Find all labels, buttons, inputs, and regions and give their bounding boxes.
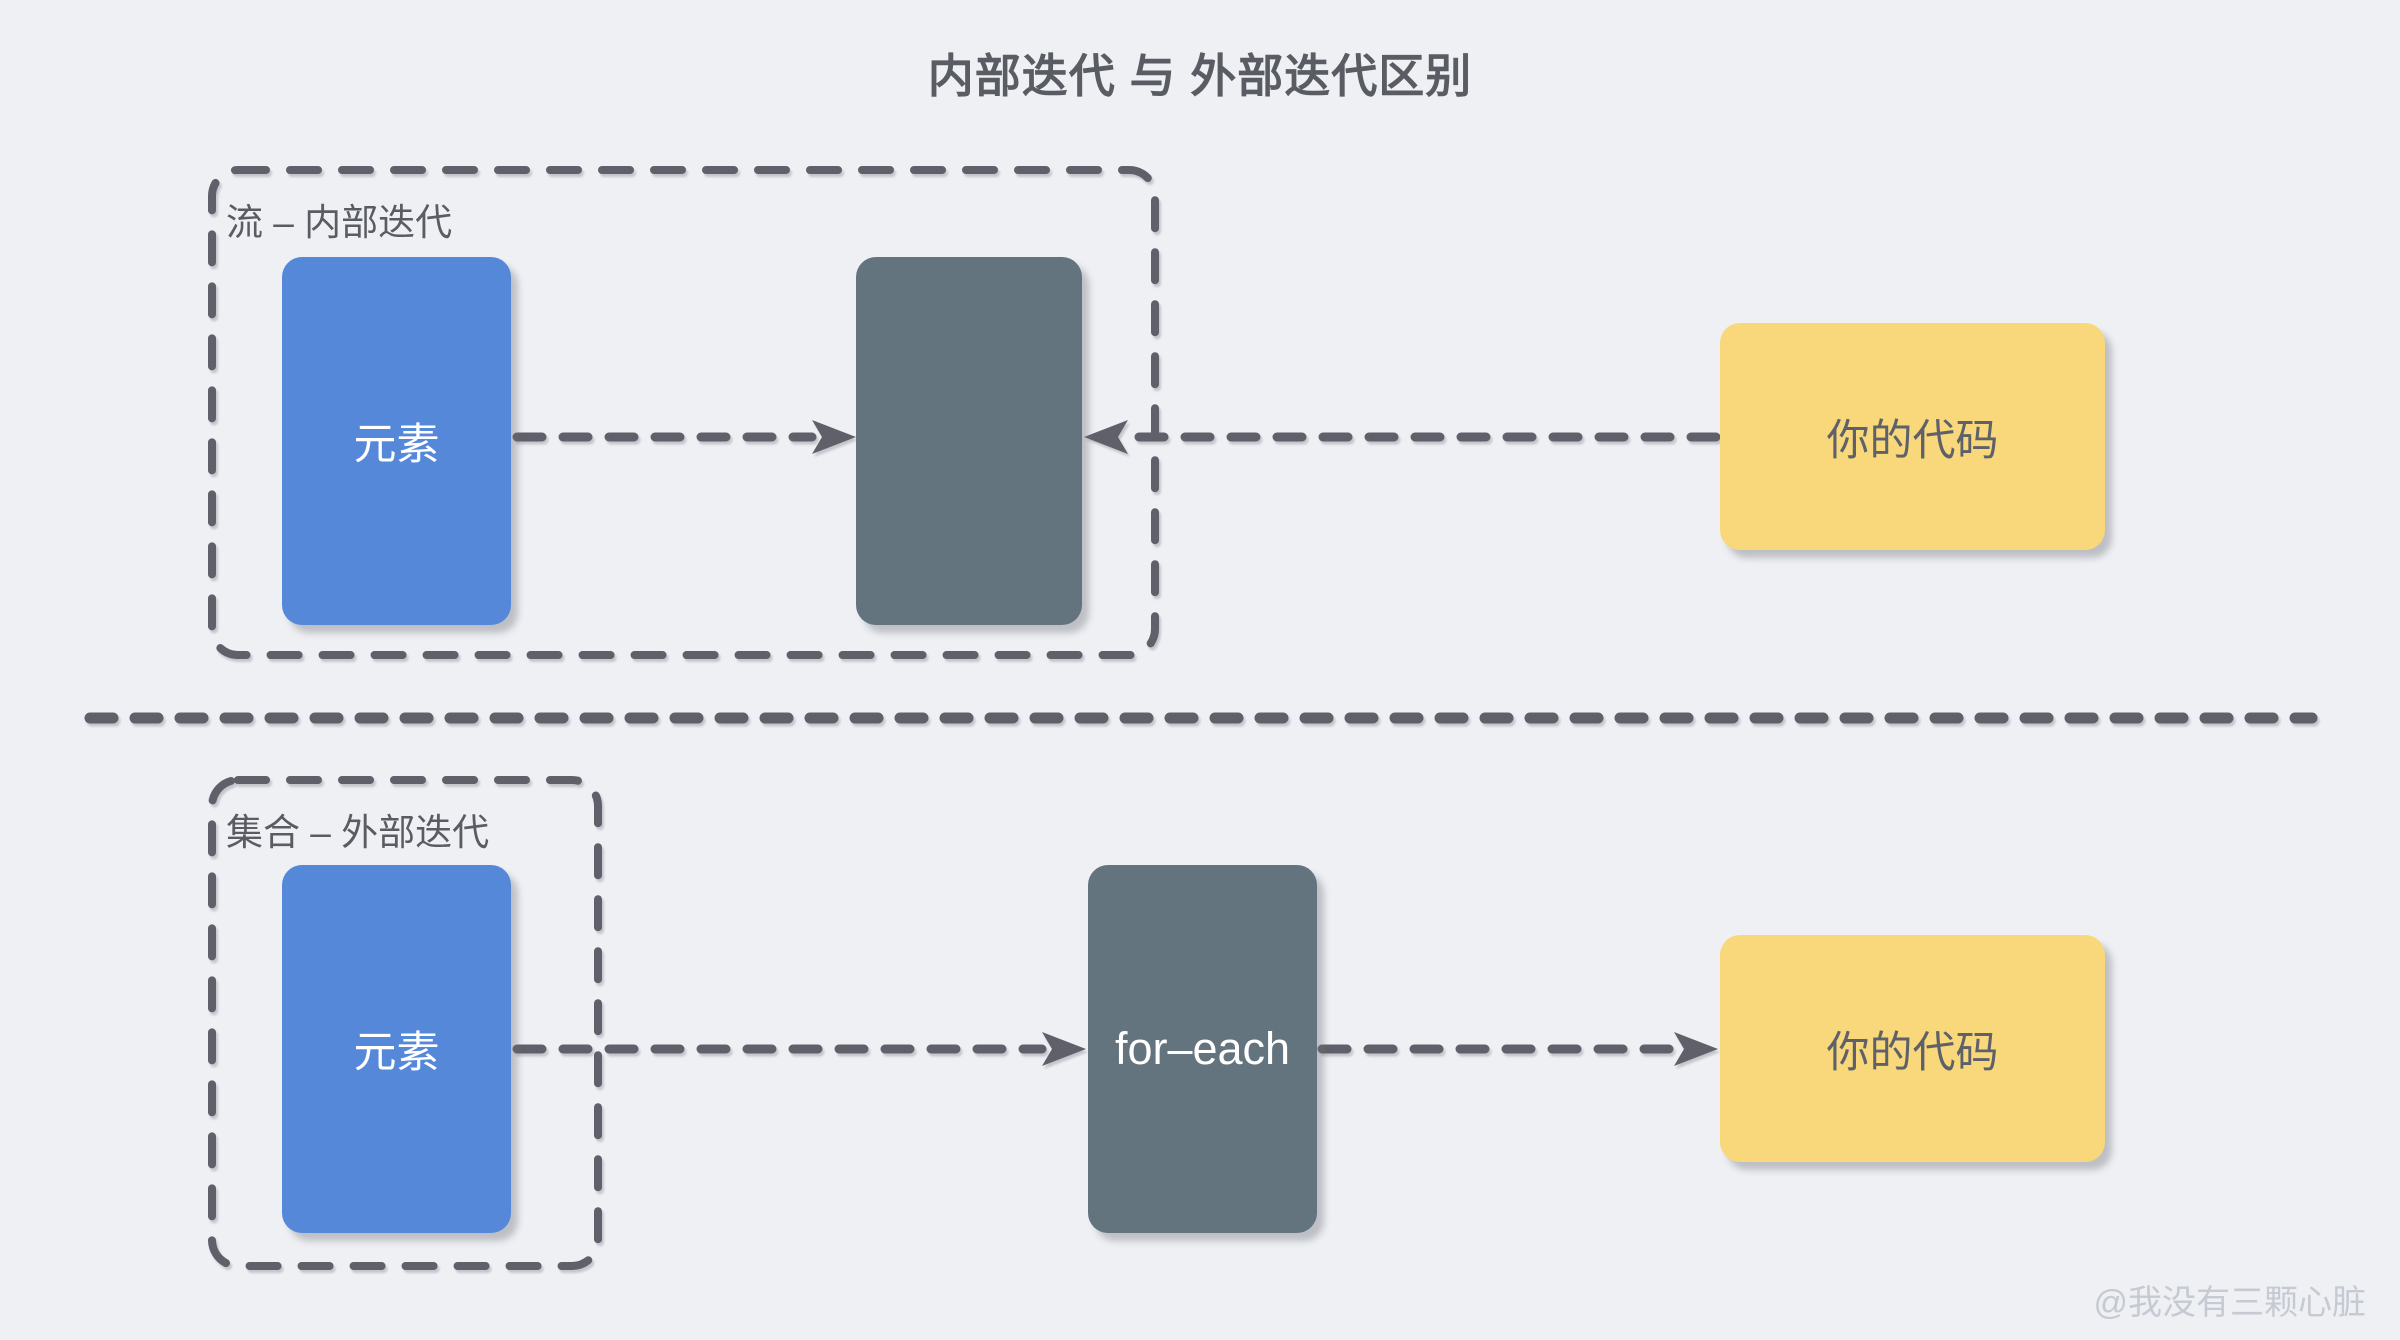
element-box-bottom: 元素 <box>282 865 511 1233</box>
collection-group-border <box>208 776 602 1270</box>
stream-group-border <box>208 166 1159 659</box>
your-code-box-bottom: 你的代码 <box>1720 935 2105 1162</box>
your-code-box-top: 你的代码 <box>1720 323 2105 550</box>
arrowhead-foreach-to-code <box>1674 1032 1718 1066</box>
arrowhead-element-to-stream <box>812 420 856 454</box>
element-box-top: 元素 <box>282 257 511 625</box>
stream-box <box>856 257 1082 625</box>
arrowhead-element-to-foreach <box>1042 1032 1086 1066</box>
diagram-title: 内部迭代 与 外部迭代区别 <box>927 50 1473 102</box>
watermark-credit: @我没有三颗心脏 <box>2093 1284 2366 1322</box>
foreach-box: for–each <box>1088 865 1317 1233</box>
stream-group-label: 流 – 内部迭代 <box>226 202 453 243</box>
arrowhead-code-to-stream <box>1084 420 1128 454</box>
collection-group-label: 集合 – 外部迭代 <box>226 812 490 853</box>
